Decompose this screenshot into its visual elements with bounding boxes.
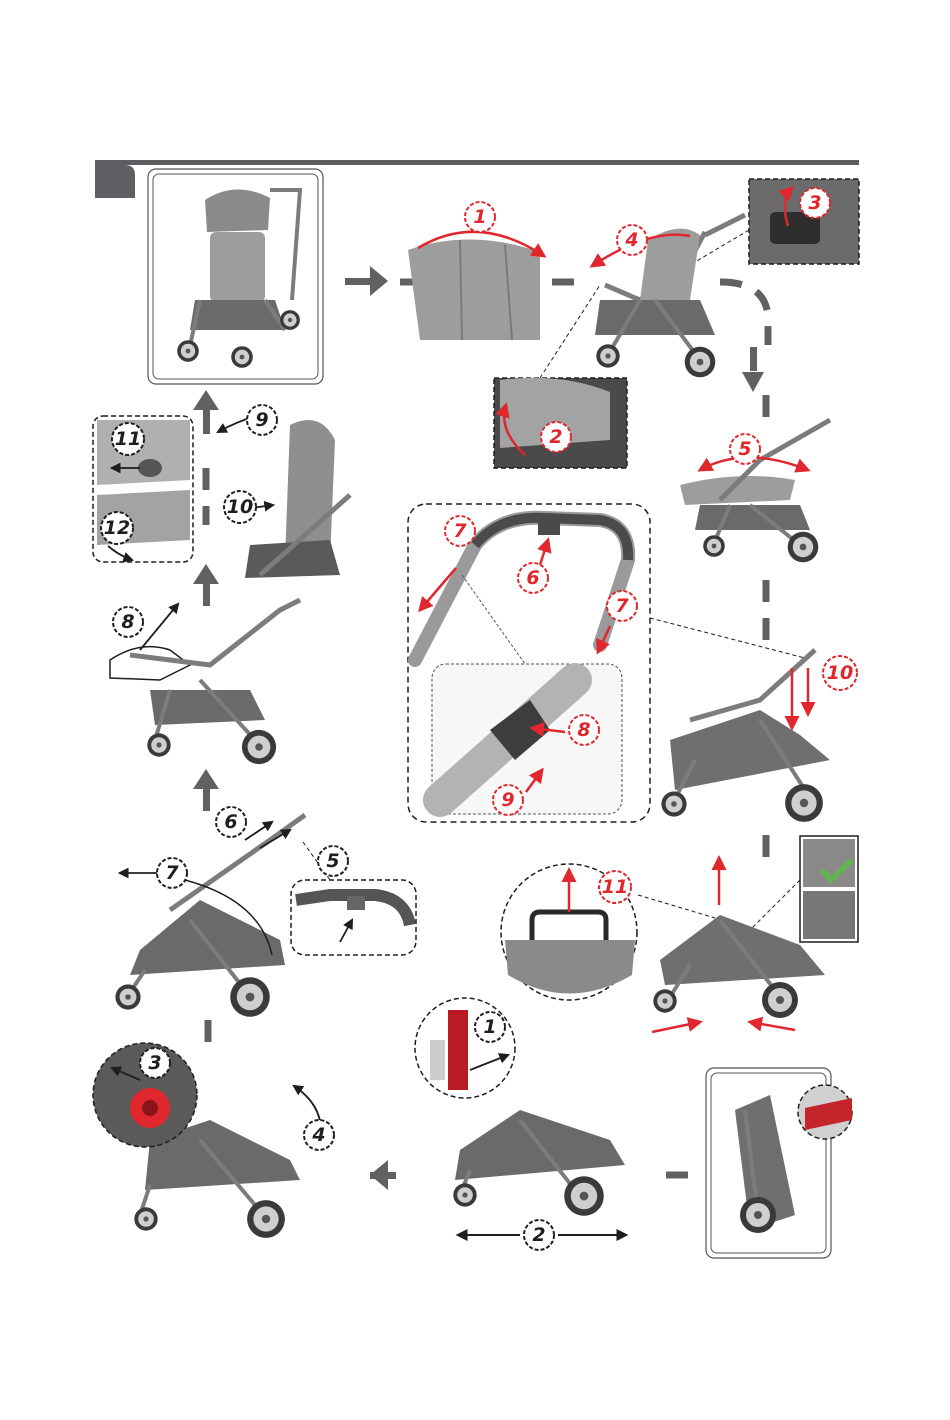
badge-unfold-2: 2 (541, 422, 571, 452)
stroller-step-3-4 (93, 1043, 321, 1238)
stroller-step-10 (661, 650, 830, 822)
svg-text:5: 5 (326, 850, 339, 872)
badge-unfold-6: 6 (518, 563, 548, 593)
svg-text:4: 4 (624, 229, 638, 251)
badge-unfold-4: 4 (617, 225, 647, 255)
canopy-detail (408, 232, 544, 340)
badge-open-8: 8 (113, 607, 143, 637)
badge-open-1: 1 (475, 1012, 505, 1042)
badge-open-2: 2 (524, 1220, 554, 1250)
svg-text:7: 7 (165, 862, 179, 884)
inset-step-5 (291, 842, 416, 955)
svg-text:7: 7 (615, 595, 629, 617)
svg-text:2: 2 (549, 426, 562, 448)
badge-open-6: 6 (216, 807, 246, 837)
assembled-stroller-panel (148, 169, 323, 384)
svg-text:4: 4 (311, 1124, 325, 1146)
svg-text:8: 8 (121, 611, 134, 633)
svg-text:10: 10 (827, 662, 853, 684)
section-marker (95, 165, 135, 198)
badge-open-9: 9 (247, 405, 277, 435)
svg-text:9: 9 (501, 789, 514, 811)
badge-open-10: 10 (224, 491, 256, 523)
svg-text:2: 2 (532, 1224, 545, 1246)
badge-open-3: 3 (140, 1048, 170, 1078)
svg-text:3: 3 (148, 1052, 161, 1074)
badge-unfold-1: 1 (465, 202, 495, 232)
svg-text:3: 3 (808, 192, 821, 214)
svg-text:5: 5 (738, 438, 751, 460)
svg-text:7: 7 (453, 520, 467, 542)
badge-unfold-9: 9 (493, 785, 523, 815)
badge-open-11: 11 (112, 423, 144, 455)
svg-text:12: 12 (104, 517, 130, 539)
badge-unfold-7a: 7 (445, 516, 475, 546)
stroller-step-5-7 (115, 815, 305, 1017)
header-bar (95, 160, 859, 165)
inset-step-3 (695, 179, 859, 264)
svg-text:6: 6 (224, 811, 237, 833)
stroller-folding-step-11 (652, 858, 825, 1032)
badge-unfold-3: 3 (800, 188, 830, 218)
badge-unfold-5: 5 (730, 434, 760, 464)
svg-text:1: 1 (483, 1016, 496, 1038)
svg-text:1: 1 (473, 206, 486, 228)
svg-text:8: 8 (577, 719, 590, 741)
stroller-step-1-2 (415, 998, 626, 1235)
badge-open-12: 12 (101, 512, 133, 544)
svg-text:11: 11 (115, 428, 141, 450)
badge-open-7: 7 (157, 858, 187, 888)
stroller-side-view-top (592, 215, 745, 377)
svg-text:9: 9 (255, 409, 268, 431)
badge-unfold-10: 10 (823, 656, 857, 690)
svg-text:10: 10 (227, 496, 253, 518)
badge-unfold-11: 11 (599, 871, 631, 903)
folded-stroller-panel (706, 1068, 852, 1258)
svg-text:11: 11 (602, 876, 628, 898)
badge-open-5: 5 (318, 846, 348, 876)
badge-unfold-8: 8 (569, 715, 599, 745)
svg-text:6: 6 (526, 567, 539, 589)
badge-unfold-7b: 7 (607, 591, 637, 621)
badge-open-4: 4 (304, 1120, 334, 1150)
